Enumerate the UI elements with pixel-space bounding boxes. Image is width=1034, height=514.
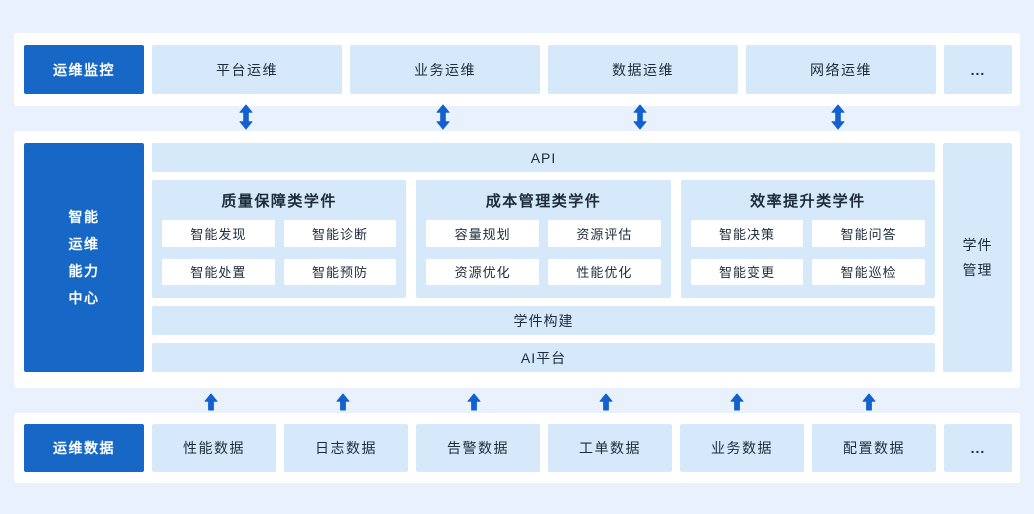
bidirectional-arrow-icon: [436, 104, 450, 130]
ops-monitoring-section: 运维监控 平台运维 业务运维 数据运维 网络运维 ...: [14, 33, 1020, 106]
performance-optimization-chip: 性能优化: [547, 258, 661, 285]
label-line: 运维: [68, 235, 100, 252]
quality-assurance-group: 质量保障类学件 智能发现 智能诊断 智能处置 智能预防: [152, 180, 407, 298]
label-line: 能力: [68, 262, 100, 279]
up-arrow-icon: [336, 393, 350, 411]
cost-management-group: 成本管理类学件 容量规划 资源评估 资源优化 性能优化: [416, 180, 671, 298]
learnware-management-panel: 学件 管理: [943, 143, 1012, 372]
intelligent-ops-center-section: 智能 运维 能力 中心 API 质量保障类学件 智能发现 智能诊断 智能处置 智…: [14, 131, 1020, 388]
ops-data-label: 运维数据: [24, 424, 144, 472]
bidirectional-arrow-icon: [831, 104, 845, 130]
smart-handling-chip: 智能处置: [162, 258, 275, 285]
network-ops-box: 网络运维: [746, 45, 936, 94]
learnware-build-bar: 学件构建: [152, 306, 935, 335]
up-arrow-icon: [599, 393, 613, 411]
ops-monitoring-label: 运维监控: [24, 45, 144, 94]
group-title: 成本管理类学件: [485, 193, 602, 210]
data-ops-box: 数据运维: [548, 45, 738, 94]
side-panel-line: 学件: [962, 236, 993, 253]
bidirectional-arrow-icon: [633, 104, 647, 130]
ops-data-more-box: ...: [944, 424, 1012, 472]
api-bar: API: [152, 143, 935, 172]
smart-prevention-chip: 智能预防: [283, 258, 397, 285]
side-panel-line: 管理: [962, 261, 993, 278]
up-arrow-icon: [467, 393, 481, 411]
learnware-groups: 质量保障类学件 智能发现 智能诊断 智能处置 智能预防 成本管理类学件 容量规划…: [152, 180, 935, 298]
business-data-box: 业务数据: [680, 424, 804, 472]
ticket-data-box: 工单数据: [548, 424, 672, 472]
resource-optimization-chip: 资源优化: [426, 258, 539, 285]
ops-monitoring-more-box: ...: [944, 45, 1012, 94]
capacity-planning-chip: 容量规划: [426, 220, 539, 247]
platform-ops-box: 平台运维: [152, 45, 342, 94]
smart-qa-chip: 智能问答: [812, 220, 925, 247]
bidirectional-arrow-icon: [239, 104, 253, 130]
performance-data-box: 性能数据: [152, 424, 276, 472]
group-title: 效率提升类学件: [750, 193, 866, 210]
label-line: 中心: [68, 289, 100, 306]
up-arrow-icon: [862, 393, 876, 411]
efficiency-improvement-group: 效率提升类学件 智能决策 智能问答 智能变更 智能巡检: [680, 180, 935, 298]
business-ops-box: 业务运维: [350, 45, 540, 94]
smart-change-chip: 智能变更: [690, 258, 804, 285]
smart-inspection-chip: 智能巡检: [812, 258, 925, 285]
intelligent-ops-center-label: 智能 运维 能力 中心: [24, 143, 144, 372]
resource-evaluation-chip: 资源评估: [547, 220, 661, 247]
label-line: 智能: [68, 208, 100, 225]
up-arrow-icon: [204, 393, 218, 411]
log-data-box: 日志数据: [284, 424, 408, 472]
ops-data-section: 运维数据 性能数据 日志数据 告警数据 工单数据 业务数据 配置数据 ...: [14, 413, 1020, 483]
ai-platform-bar: AI平台: [152, 343, 935, 372]
group-title: 质量保障类学件: [221, 193, 337, 210]
config-data-box: 配置数据: [812, 424, 936, 472]
up-arrow-icon: [730, 393, 744, 411]
alert-data-box: 告警数据: [416, 424, 540, 472]
smart-decision-chip: 智能决策: [690, 220, 804, 247]
smart-diagnosis-chip: 智能诊断: [283, 220, 397, 247]
smart-discovery-chip: 智能发现: [162, 220, 275, 247]
